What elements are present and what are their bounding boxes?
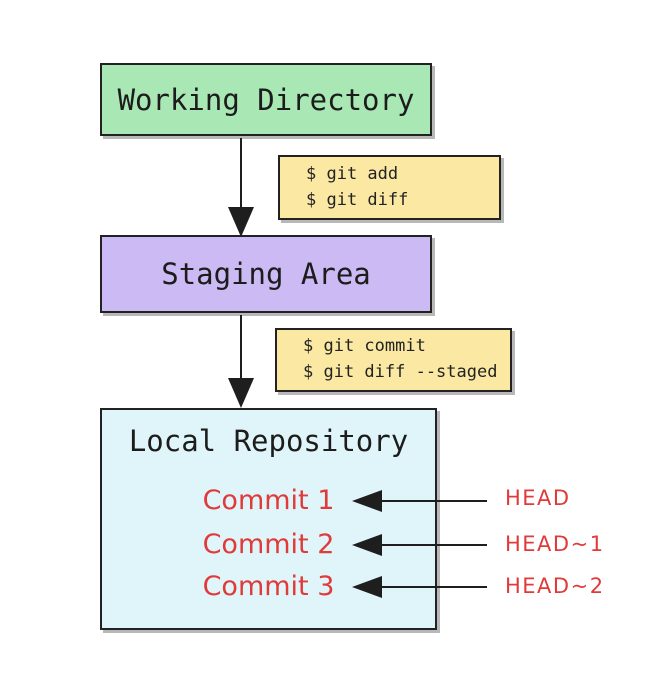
arrow-down-icon [227, 315, 255, 408]
command-box-commit-diff-staged: $ git commit $ git diff --staged [275, 328, 512, 392]
arrow-shaft [239, 315, 243, 378]
arrow-shaft [239, 138, 243, 207]
arrow-head [352, 576, 382, 598]
node-working-directory: Working Directory [100, 63, 432, 136]
commit-1-label: Commit 1 [202, 485, 335, 516]
ref-head2-label: HEAD~2 [505, 574, 605, 598]
arrow-left-icon [352, 489, 487, 513]
node-local-repository-label: Local Repository [128, 424, 409, 458]
commit-3-label: Commit 3 [202, 571, 335, 602]
arrow-head [228, 378, 254, 408]
node-working-directory-label: Working Directory [117, 82, 415, 117]
arrow-head [352, 534, 382, 556]
ref-head1-label: HEAD~1 [505, 532, 605, 556]
arrow-head [352, 490, 382, 512]
arrow-shaft [382, 499, 487, 503]
command-box-add-diff: $ git add $ git diff [278, 155, 501, 220]
node-staging-area: Staging Area [100, 235, 432, 313]
arrow-down-icon [227, 138, 255, 237]
commit-2-label: Commit 2 [202, 529, 335, 560]
command-line: $ git commit [303, 336, 426, 357]
command-line: $ git diff --staged [303, 362, 498, 382]
command-line: $ git diff [306, 189, 409, 210]
ref-head-label: HEAD [505, 486, 571, 510]
arrow-left-icon [352, 575, 487, 599]
arrow-shaft [382, 585, 487, 589]
command-line: $ git add [306, 163, 399, 184]
arrow-shaft [382, 543, 487, 547]
arrow-left-icon [352, 533, 487, 557]
node-staging-area-label: Staging Area [161, 257, 371, 291]
arrow-head [228, 207, 254, 237]
